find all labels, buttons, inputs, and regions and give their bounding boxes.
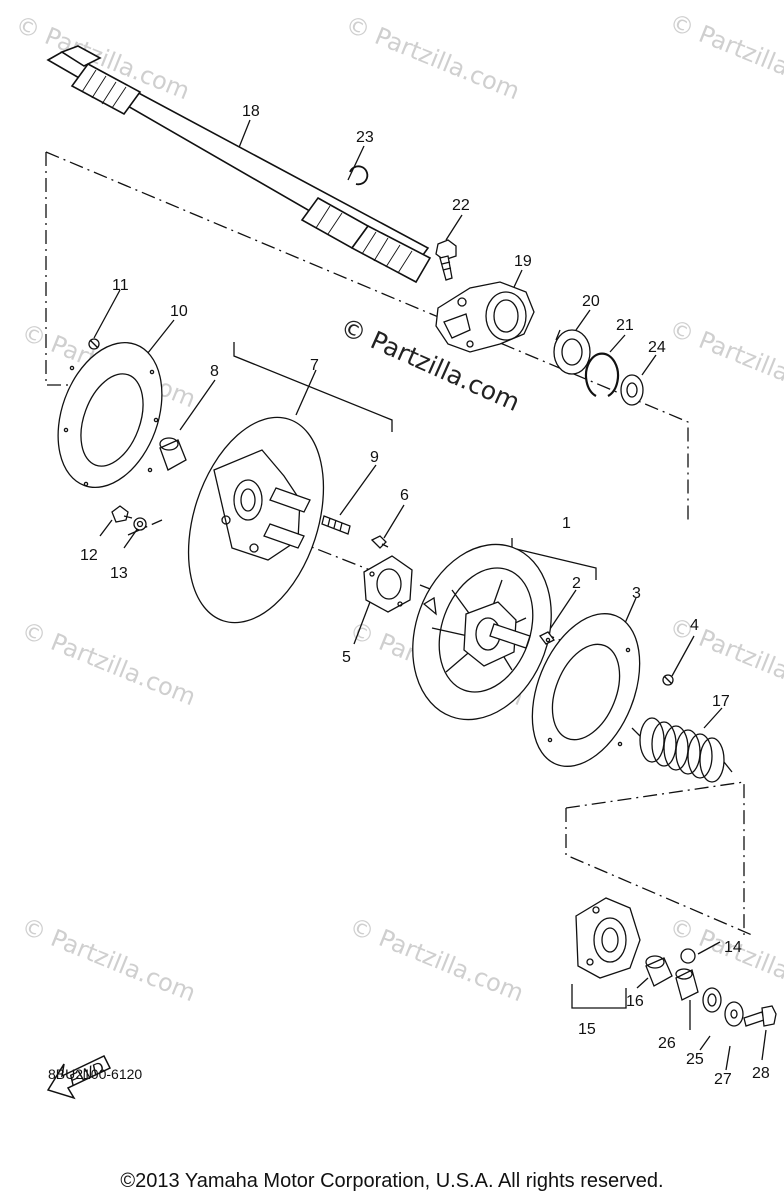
- callout-24: 24: [648, 339, 666, 356]
- diagram-part-code: 8BU2100-6120: [48, 1066, 143, 1082]
- callout-7: 7: [310, 357, 319, 374]
- callout-11: 11: [112, 277, 129, 294]
- callout-27: 27: [714, 1071, 732, 1088]
- leader-lines: [93, 119, 767, 1071]
- callout-23: 23: [356, 129, 374, 146]
- callout-17: 17: [712, 693, 730, 710]
- callout-numbers: 1 2 3 4 5 6 7 8 9 10 11 12 13 14 15 16 1…: [80, 103, 770, 1088]
- bolt: [111, 505, 133, 523]
- callout-13: 13: [110, 565, 128, 582]
- callout-10: 10: [170, 303, 188, 320]
- thrust-washer: [620, 374, 644, 406]
- torque-spring: [631, 717, 733, 783]
- flange-bolt: [435, 239, 457, 281]
- callout-12: 12: [80, 547, 98, 564]
- fwd-arrow-icon: [46, 1055, 112, 1100]
- collar: [675, 968, 699, 1001]
- callout-15: 15: [578, 1021, 596, 1038]
- gasket-plate: [363, 555, 413, 613]
- spring-seat: [575, 897, 641, 979]
- callout-28: 28: [752, 1065, 770, 1082]
- callout-19: 19: [514, 253, 532, 270]
- callout-21: 21: [616, 317, 634, 334]
- bearing-circlip: [584, 352, 620, 397]
- friction-plate: [57, 341, 163, 489]
- lock-washer: [133, 517, 147, 531]
- callout-5: 5: [342, 649, 351, 666]
- stud: [321, 515, 351, 535]
- ball-bearing: [553, 329, 591, 375]
- movable-sheave: [412, 543, 552, 721]
- callout-18: 18: [242, 103, 260, 120]
- callout-9: 9: [370, 449, 379, 466]
- collar: [645, 955, 673, 987]
- driven-shaft: [46, 45, 432, 284]
- screw: [662, 674, 674, 686]
- callout-3: 3: [632, 585, 641, 602]
- copyright-notice: ©2013 Yamaha Motor Corporation, U.S.A. A…: [120, 1170, 664, 1192]
- washer: [702, 987, 722, 1013]
- callout-20: 20: [582, 293, 600, 310]
- nut: [680, 948, 696, 964]
- fixed-sheave: [187, 416, 325, 624]
- callout-25: 25: [686, 1051, 704, 1068]
- callout-2: 2: [572, 575, 581, 592]
- circlip: [349, 165, 369, 186]
- washer: [724, 1001, 744, 1027]
- callout-22: 22: [452, 197, 470, 214]
- callout-8: 8: [210, 363, 219, 380]
- callout-14: 14: [724, 939, 742, 956]
- callout-4: 4: [690, 617, 699, 634]
- screw: [370, 535, 389, 549]
- callout-26: 26: [658, 1035, 676, 1052]
- callout-16: 16: [626, 993, 644, 1010]
- bolt: [743, 1005, 777, 1027]
- callout-6: 6: [400, 487, 409, 504]
- screw: [88, 338, 100, 350]
- bearing-housing: [435, 281, 535, 353]
- bushing: [159, 437, 187, 471]
- callout-1: 1: [562, 515, 571, 532]
- friction-plate: [531, 613, 641, 767]
